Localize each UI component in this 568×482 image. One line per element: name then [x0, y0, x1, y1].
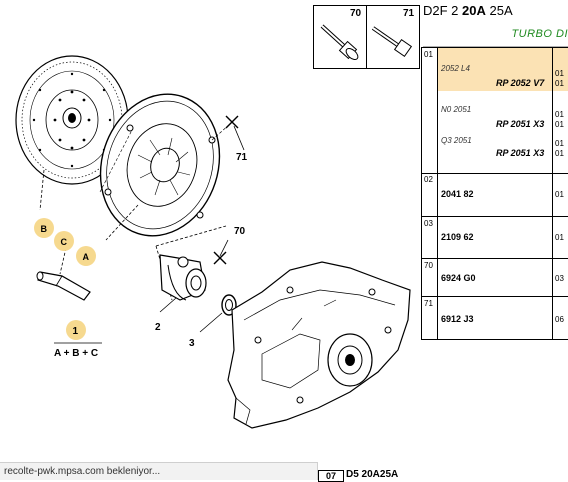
- oil-seal[interactable]: [199, 294, 237, 333]
- callout-b-label: B: [41, 224, 48, 234]
- callout-c: C: [54, 231, 74, 251]
- bolt-70-icon[interactable]: [314, 20, 366, 66]
- bolt-71-marker: [211, 115, 245, 151]
- page-number-box: 07: [318, 470, 344, 482]
- row-index: 02: [424, 175, 433, 184]
- callout-1-label: 1: [73, 326, 79, 337]
- engine-type-label: TURBO DI: [423, 22, 568, 47]
- qty: 01: [555, 69, 564, 78]
- header-engine-bold: 20A: [462, 3, 486, 18]
- table-row[interactable]: 70 6924 G0 03: [422, 259, 568, 297]
- icon-70-number: 70: [350, 8, 362, 19]
- qty: 06: [555, 315, 564, 324]
- callout-b: B: [34, 218, 54, 238]
- part-number[interactable]: 6912 J3: [441, 314, 474, 324]
- icon-71-number: 71: [403, 8, 415, 19]
- variant-code: 2052 L4: [441, 64, 470, 73]
- qty: 01: [555, 233, 564, 242]
- part-number[interactable]: 6924 G0: [441, 273, 476, 283]
- ref-3-label: 3: [189, 338, 195, 349]
- engine-code-header: D2F 2 20A 25A: [423, 0, 568, 22]
- ref-2-label: 2: [155, 322, 161, 333]
- part-number[interactable]: 2109 62: [441, 232, 474, 242]
- ref-71-label: 71: [236, 152, 248, 163]
- release-bearing[interactable]: [155, 225, 227, 313]
- qty: 03: [555, 274, 564, 283]
- table-row[interactable]: 02 2041 82 01: [422, 173, 568, 217]
- bolt-70-marker: [213, 239, 229, 265]
- part-reference[interactable]: RP 2051 X3: [496, 148, 545, 158]
- part-reference[interactable]: RP 2051 X3: [496, 119, 545, 129]
- pressure-plate[interactable]: [83, 79, 238, 252]
- callout-a-label: A: [83, 252, 90, 262]
- page-footer-code: D5 20A25A: [346, 469, 399, 480]
- qty: 01: [555, 139, 564, 148]
- kit-formula: A + B + C: [54, 348, 98, 359]
- row-index: 01: [424, 50, 433, 59]
- row-index: 71: [424, 299, 433, 308]
- callout-a: A: [76, 246, 96, 266]
- parts-table: 01 2052 L4 RP 2052 V7 01 01 N0 2051 RP 2…: [421, 47, 568, 340]
- guide-shaft[interactable]: [36, 247, 91, 301]
- header-prefix: D2F 2: [423, 3, 459, 18]
- fastener-icons-box: 70 71: [313, 5, 420, 69]
- qty: 01: [555, 149, 564, 158]
- part-number[interactable]: 2041 82: [441, 189, 474, 199]
- table-row[interactable]: 03 2109 62 01: [422, 217, 568, 259]
- header-suffix: 25A: [489, 3, 513, 18]
- part-reference[interactable]: RP 2052 V7: [496, 78, 545, 88]
- callout-c-label: C: [61, 237, 68, 247]
- browser-status-bar: recolte-pwk.mpsa.com bekleniyor...: [0, 462, 318, 480]
- exploded-parts-diagram: B C A 1 A + B + C 2 3 71 70: [15, 55, 411, 429]
- qty: 01: [555, 79, 564, 88]
- variant-code: N0 2051: [441, 105, 472, 114]
- ref-70-label: 70: [234, 226, 246, 237]
- table-row[interactable]: 01 2052 L4 RP 2052 V7 01 01 N0 2051 RP 2…: [422, 47, 568, 174]
- qty: 01: [555, 190, 564, 199]
- callout-1: 1: [66, 320, 86, 340]
- qty: 01: [555, 120, 564, 129]
- row-index: 03: [424, 219, 433, 228]
- qty: 01: [555, 110, 564, 119]
- row-index: 70: [424, 261, 433, 270]
- table-row[interactable]: 71 6912 J3 06: [422, 297, 568, 340]
- gearbox-housing[interactable]: [227, 261, 411, 429]
- bolt-71-icon[interactable]: [367, 20, 419, 66]
- variant-code: Q3 2051: [441, 136, 472, 145]
